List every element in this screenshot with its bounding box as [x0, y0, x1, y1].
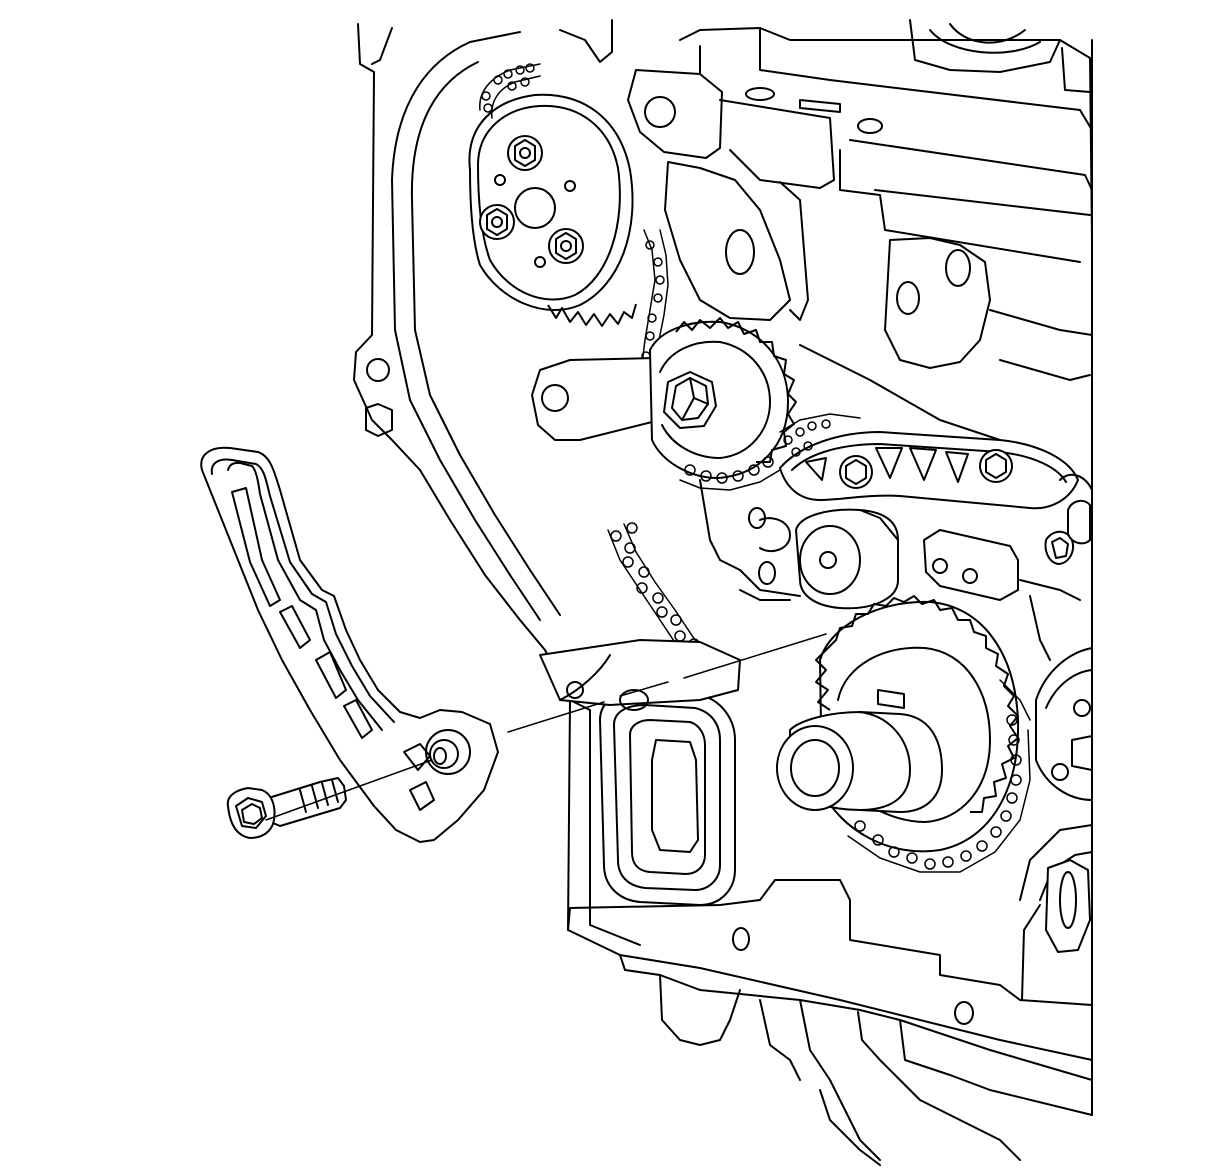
upper-left-sprocket	[468, 93, 637, 327]
bolt-leader-line	[265, 759, 433, 821]
mid-bosses	[699, 473, 1093, 661]
right-partial-sprocket	[1035, 647, 1093, 801]
guide-leader-line-3	[683, 633, 827, 679]
upper-chain-guide	[779, 413, 1079, 510]
removed-chain-guide	[200, 446, 499, 843]
cover-tube	[539, 639, 741, 711]
removed-guide-bolt	[226, 777, 347, 839]
guide-leader-line-2	[619, 681, 669, 697]
idler-sprocket	[531, 317, 797, 491]
sprocket-bolt-1	[507, 135, 543, 171]
alignment-lines	[265, 633, 827, 821]
guide-leader-line-1	[507, 701, 605, 733]
engine-block-outline	[353, 19, 1093, 1166]
idler-bolt	[663, 371, 717, 429]
guide-bolt-left	[839, 455, 873, 489]
guide-bolt-right	[979, 449, 1013, 483]
oil-pump-opening	[599, 689, 736, 906]
crankshaft-sprocket	[776, 595, 1031, 873]
sprocket-bolt-3	[548, 228, 584, 264]
sprocket-bolt-2	[479, 204, 515, 240]
diagonal-chain-run	[607, 522, 716, 661]
